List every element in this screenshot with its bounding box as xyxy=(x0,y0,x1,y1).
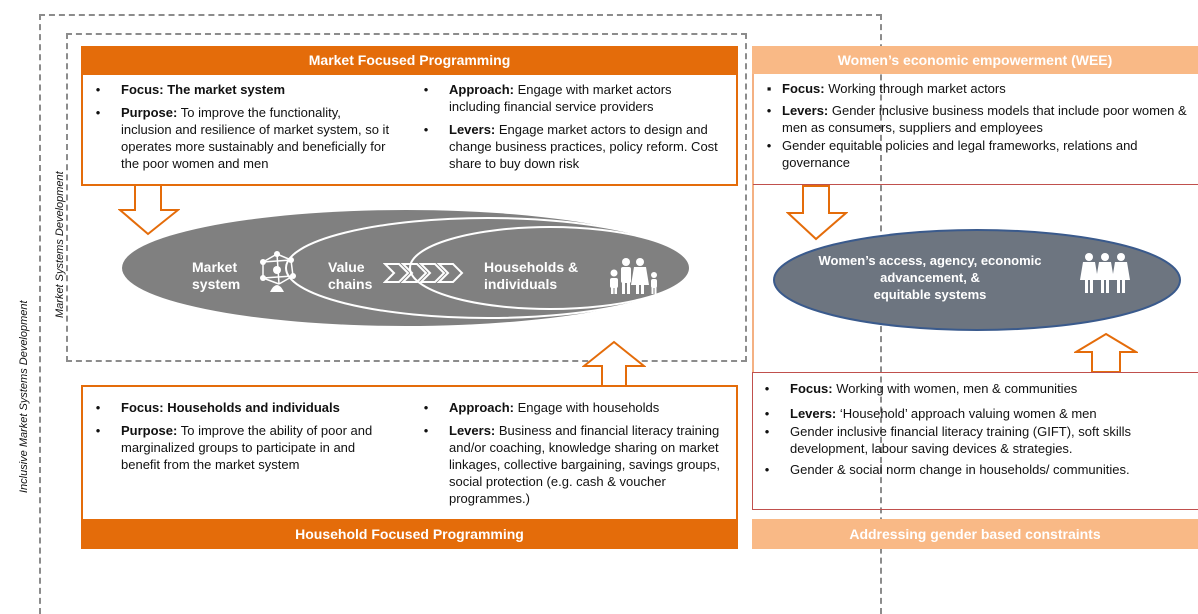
households-label: Households &individuals xyxy=(484,259,579,292)
chevrons-icon xyxy=(383,263,464,283)
wee-divider xyxy=(753,184,1198,185)
arrow-up-icon xyxy=(1074,332,1138,373)
market-levers-item: •Levers: Engage market actors to design … xyxy=(423,122,718,171)
household-focus-item: •Focus: Households and individuals xyxy=(95,400,340,415)
gender-levers-item: •Levers: ‘Household’ approach valuing wo… xyxy=(764,406,1097,421)
gender-panel-box xyxy=(752,372,1198,510)
wee-levers-item: •Levers: Gender inclusive business model… xyxy=(766,103,1187,135)
market-focus-item: •Focus: The market system xyxy=(95,82,286,97)
women-icon xyxy=(1080,253,1130,293)
network-icon xyxy=(260,251,296,292)
wee-panel-header: Women’s economic empowerment (WEE) xyxy=(752,46,1198,74)
arrow-down-icon xyxy=(786,185,848,241)
gender-items: •Focus: Working with women, men & commun… xyxy=(760,380,1192,484)
msd-label: Market Systems Development xyxy=(54,171,66,318)
household-panel-header: Household Focused Programming xyxy=(81,519,738,549)
household-purpose-item: •Purpose: To improve the ability of poor… xyxy=(95,423,373,472)
msd-frame xyxy=(66,33,747,362)
household-panel-box: •Focus: Households and individuals •Purp… xyxy=(81,385,738,519)
market-left-column: •Focus: The market system •Purpose: To i… xyxy=(91,81,391,178)
market-panel-box: •Focus: The market system •Purpose: To i… xyxy=(81,73,738,186)
market-approach-item: •Approach: Engage with market actors inc… xyxy=(423,82,672,114)
market-panel-header: Market Focused Programming xyxy=(81,46,738,74)
household-approach-item: •Approach: Engage with households xyxy=(423,400,660,415)
market-right-column: •Approach: Engage with market actors inc… xyxy=(419,81,719,178)
arrow-down-icon xyxy=(118,184,180,236)
gender-gift-item: •Gender inclusive financial literacy tra… xyxy=(764,424,1132,456)
household-levers-item: •Levers: Business and financial literacy… xyxy=(423,423,720,506)
wee-ellipse xyxy=(773,229,1181,331)
wee-items: ▪Focus: Working through market actors •L… xyxy=(762,80,1192,171)
households-ellipse xyxy=(409,226,691,310)
inclusive-msd-label: Inclusive Market Systems Development xyxy=(18,300,30,493)
market-purpose-item: •Purpose: To improve the functionality, … xyxy=(95,105,390,171)
gender-focus-item: •Focus: Working with women, men & commun… xyxy=(764,381,1078,396)
gender-panel-header: Addressing gender based constraints xyxy=(752,519,1198,549)
household-right-column: •Approach: Engage with households •Lever… xyxy=(419,399,724,513)
gender-norms-item: •Gender & social norm change in househol… xyxy=(764,462,1130,477)
wee-focus-item: ▪Focus: Working through market actors xyxy=(766,81,1006,96)
household-left-column: •Focus: Households and individuals •Purp… xyxy=(91,399,391,479)
wee-panel-box xyxy=(752,74,1198,372)
wee-policies-item: •Gender equitable policies and legal fra… xyxy=(766,138,1138,170)
family-icon xyxy=(610,258,657,294)
